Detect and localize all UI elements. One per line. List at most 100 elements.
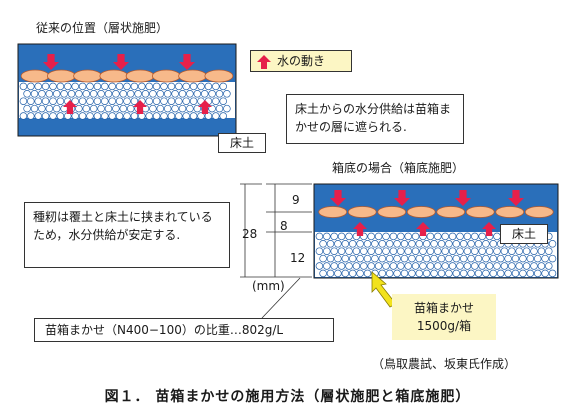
granule [519,269,527,278]
granule [426,232,435,241]
water-arrow-up [482,222,496,236]
granule [41,97,50,105]
granule [67,90,76,98]
granule [75,90,83,98]
granule [508,247,516,255]
granule [474,254,483,263]
granule [49,97,57,105]
granule [441,232,449,241]
granule [367,262,375,270]
granule [82,104,91,113]
granule [448,247,457,255]
granule [441,247,449,255]
granule [112,90,120,98]
granule [363,269,372,278]
granule [223,104,231,113]
granule [378,254,387,263]
seed-rice [524,206,554,218]
seed-rice [318,206,348,218]
granule [219,82,227,91]
granule [374,262,383,270]
granule [130,97,139,105]
granule [119,90,128,98]
granule [452,240,461,248]
water-arrow-up [198,100,212,114]
credit: （鳥取農試、坂東氏作成） [372,357,517,371]
granule [363,240,372,248]
granule [352,262,361,270]
granule [441,262,449,270]
granule [89,104,98,113]
granule [27,82,35,91]
granule [530,262,538,270]
granule [360,262,368,270]
seed-rice [204,69,234,83]
density-note: 苗箱まかせ（N400−100）の比重…802g/L [34,318,334,342]
granule [389,232,398,241]
water-arrow-up [353,222,367,236]
seed-rice [347,206,377,218]
granule [445,254,453,263]
granule [489,240,498,248]
granule [371,254,379,263]
water-arrow-down [330,190,346,206]
granule [345,232,353,241]
granule [511,254,520,263]
granule [115,82,124,91]
granule [404,247,412,255]
granule [160,112,168,120]
granule [397,232,405,241]
granule [356,269,364,278]
granule [482,269,490,278]
granule [348,240,357,248]
seed-rice [73,69,103,83]
seed-rice [178,69,208,83]
granule [471,232,479,241]
granule [348,254,357,263]
granule [374,232,383,241]
fertilizer-line1: 苗箱まかせ [413,301,474,315]
granule [522,262,531,270]
granule [101,112,109,120]
granule [511,269,520,278]
granule [360,247,368,255]
granule [382,247,390,255]
dim-unit-label: (mm) [252,279,285,293]
granule [478,247,486,255]
granule [419,262,427,270]
granule [482,254,490,263]
granule [356,254,364,263]
top-panel-note: 床土からの水分供給は苗箱まかせの層に遮られる. [286,94,464,144]
granule [319,269,327,278]
granule [397,262,405,270]
granule [104,104,113,113]
granule [345,262,353,270]
granule [445,240,453,248]
granule [548,269,557,278]
granule [422,254,431,263]
seed-rice [406,206,436,218]
granule [319,240,327,248]
granule [189,112,198,120]
seed-rice [151,69,181,83]
granule [493,262,501,270]
granule [411,247,420,255]
granule [548,240,557,248]
granule [382,262,390,270]
granule [130,82,139,91]
granule [115,112,124,120]
granule [319,254,327,263]
granule [119,104,128,113]
seed-rice [46,69,76,83]
granule [189,97,198,105]
granule [197,112,205,120]
granule [496,269,505,278]
granule [415,254,424,263]
granule [437,269,446,278]
granule [49,82,57,91]
granule [408,254,416,263]
granule [326,269,335,278]
granule [545,247,553,255]
granule [326,240,335,248]
